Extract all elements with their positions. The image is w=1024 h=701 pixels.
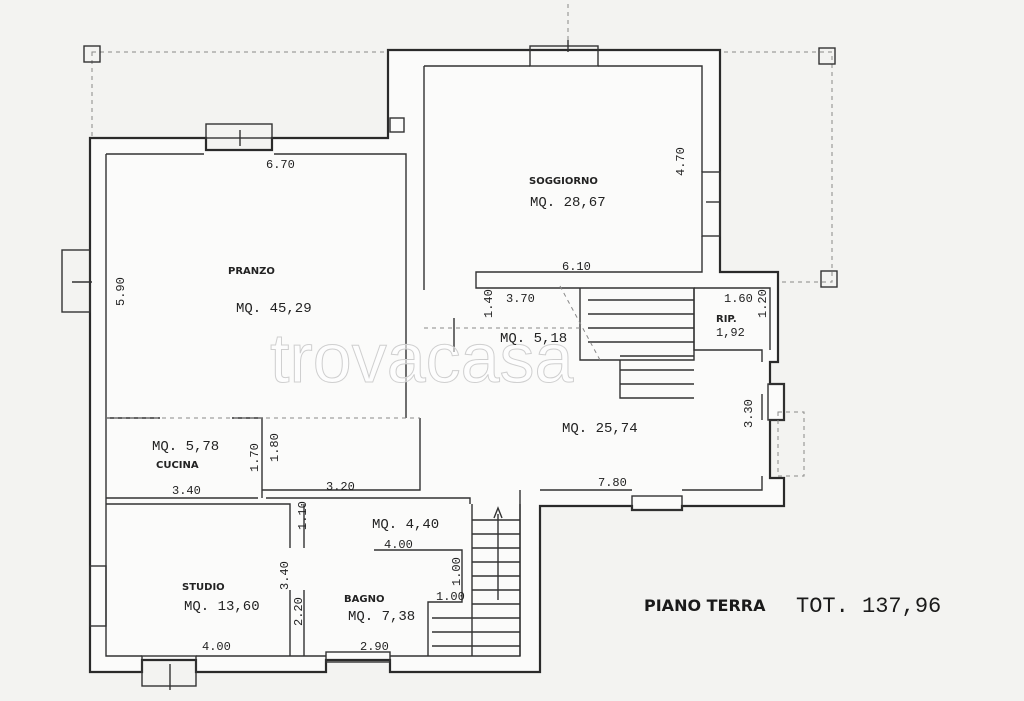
room-name-soggiorno: SOGGIORNO [529,176,598,187]
dim-pranzo-depth: 5.90 [114,277,128,306]
plan-title: PIANO TERRA [644,596,766,615]
dim-soggiorno-width: 6.10 [562,260,591,274]
dim-antibagno-step: 1.00 [436,590,465,604]
dim-bagno-width: 2.90 [360,640,389,654]
dim-antibagno-depth: 1.00 [450,557,464,586]
staircase-lower [432,504,521,656]
plan-markers [72,40,720,690]
dim-pranzo-width: 6.70 [266,158,295,172]
dim-studio-width: 4.00 [202,640,231,654]
room-name-pranzo: PRANZO [228,266,275,277]
dim-disimpegno-depth: 1.40 [482,289,496,318]
dim-rip-depth: 1.20 [756,289,770,318]
plan-total-area: TOT. 137,96 [796,594,941,619]
dim-pranzo-recess-width: 3.20 [326,480,355,494]
dim-cucina-depth: 1.70 [248,443,262,472]
dim-corridor: 1.10 [296,501,310,530]
room-name-rip: RIP. [716,314,737,325]
dim-pranzo-recess: 1.80 [268,433,282,462]
dim-ingresso-width: 7.80 [598,476,627,490]
room-area-rip: 1,92 [716,326,745,340]
room-name-cucina: CUCINA [156,460,199,471]
room-area-bagno: MQ. 7,38 [348,609,415,625]
dim-soggiorno-depth: 4.70 [674,147,688,176]
dim-disimpegno-width: 3.70 [506,292,535,306]
room-area-studio: MQ. 13,60 [184,599,260,615]
room-area-ingresso: MQ. 25,74 [562,421,638,437]
windows [61,45,805,687]
room-area-disimpegno: MQ. 5,18 [500,331,567,347]
room-name-bagno: BAGNO [344,594,384,605]
room-area-antibagno: MQ. 4,40 [372,517,439,533]
dim-rip-width: 1.60 [724,292,753,306]
room-area-pranzo: MQ. 45,29 [236,301,312,317]
room-area-soggiorno: MQ. 28,67 [530,195,606,211]
room-area-cucina: MQ. 5,78 [152,439,219,455]
staircase-upper [559,285,695,399]
room-name-studio: STUDIO [182,582,225,593]
dim-studio-depth: 3.40 [278,561,292,590]
dim-bagno-door: 2.20 [292,597,306,626]
watermark: trovacasa [270,319,574,397]
dim-antibagno-width: 4.00 [384,538,413,552]
dim-ingresso-side: 3.30 [742,399,756,428]
dim-cucina-width: 3.40 [172,484,201,498]
exterior-walls [88,48,786,674]
